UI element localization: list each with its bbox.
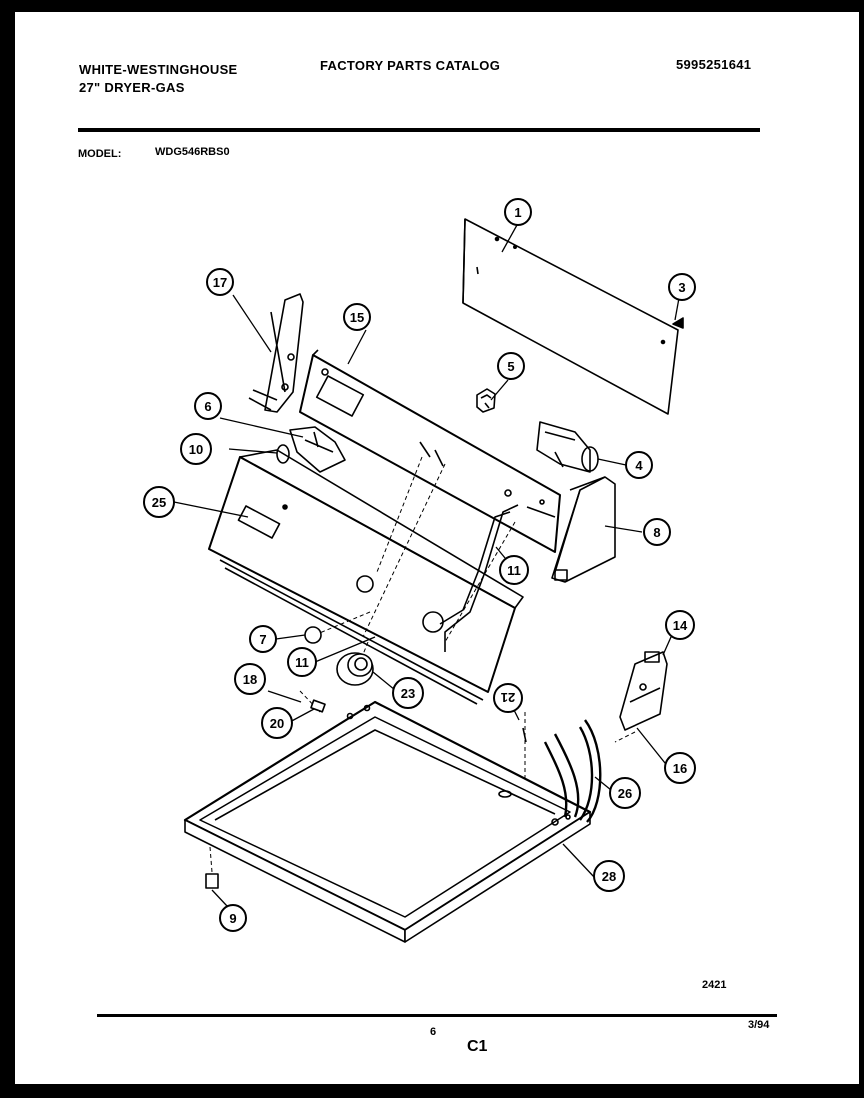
svg-text:1: 1 [514, 205, 521, 220]
section-code: C1 [467, 1038, 488, 1055]
callout-10: 10 [180, 433, 212, 465]
callout-23: 23 [392, 677, 424, 709]
svg-text:10: 10 [189, 442, 203, 457]
svg-text:14: 14 [673, 618, 688, 633]
parts-catalog-sheet: WHITE-WESTINGHOUSE 27" DRYER-GAS FACTORY… [15, 12, 859, 1084]
part-switch [289, 426, 346, 473]
callout-5: 5 [497, 352, 525, 380]
callout-20: 20 [261, 707, 293, 739]
svg-text:11: 11 [507, 563, 521, 578]
svg-text:15: 15 [350, 310, 364, 325]
catalog-title: FACTORY PARTS CATALOG [320, 58, 501, 73]
svg-text:26: 26 [618, 786, 632, 801]
svg-text:11: 11 [295, 655, 309, 670]
part-knob [304, 626, 322, 644]
callout-6: 6 [194, 392, 222, 420]
svg-text:20: 20 [270, 716, 284, 731]
svg-text:3: 3 [678, 280, 685, 295]
svg-text:5: 5 [507, 359, 514, 374]
svg-text:7: 7 [259, 632, 266, 647]
callout-25: 25 [143, 486, 175, 518]
part-control-panel-back [299, 349, 561, 553]
svg-text:6: 6 [204, 399, 211, 414]
part-mounting-bracket [248, 293, 304, 413]
svg-text:8: 8 [653, 525, 660, 540]
product-title: 27" DRYER-GAS [79, 80, 185, 95]
callout-15: 15 [343, 303, 371, 331]
part-door-switch [619, 651, 668, 731]
svg-text:28: 28 [602, 869, 616, 884]
part-plug [310, 699, 326, 713]
svg-text:25: 25 [152, 495, 166, 510]
part-small-screw [522, 727, 527, 743]
part-top-lid [183, 700, 592, 943]
model-label: MODEL: [78, 148, 122, 160]
svg-text:18: 18 [243, 672, 257, 687]
model-value: WDG546RBS0 [155, 146, 230, 158]
callout-3: 3 [668, 273, 696, 301]
callout-17: 17 [206, 268, 234, 296]
brand-title: WHITE-WESTINGHOUSE [79, 62, 238, 77]
callout-9: 9 [219, 904, 247, 932]
part-end-cap [551, 476, 616, 583]
part-timer [536, 421, 599, 473]
svg-text:16: 16 [673, 761, 687, 776]
callout-28: 28 [593, 860, 625, 892]
catalog-number: 5995251641 [676, 57, 752, 72]
callout-4: 4 [625, 451, 653, 479]
exploded-parts-diagram: 1 3 17 15 5 6 10 4 25 8 11 7 11 14 18 23… [143, 198, 696, 943]
callout-16: 16 [664, 752, 696, 784]
drawing-number: 2421 [702, 979, 727, 991]
callout-balloons: 1 3 17 15 5 6 10 4 25 8 11 7 11 14 18 23… [143, 198, 696, 932]
part-dial-knob [336, 652, 374, 686]
callout-7: 7 [249, 625, 277, 653]
part-leveling-leg [205, 873, 219, 889]
callout-21: 21 [493, 683, 523, 713]
svg-text:23: 23 [401, 686, 415, 701]
callout-8: 8 [643, 518, 671, 546]
part-screw [672, 317, 684, 329]
part-hoses [543, 719, 602, 823]
callout-26: 26 [609, 777, 641, 809]
part-wire-harness [439, 504, 519, 652]
header-rule [78, 128, 760, 132]
svg-text:9: 9 [229, 911, 236, 926]
svg-text:4: 4 [635, 458, 643, 473]
svg-text:21: 21 [501, 690, 515, 705]
svg-text:17: 17 [213, 275, 227, 290]
callout-1: 1 [504, 198, 532, 226]
callout-14: 14 [665, 610, 695, 640]
footer-rule [97, 1014, 777, 1017]
callout-18: 18 [234, 663, 266, 695]
callout-11-b: 11 [287, 647, 317, 677]
part-rear-panel [462, 218, 679, 415]
callout-11-a: 11 [499, 555, 529, 585]
part-selector-knob [476, 388, 496, 413]
issue-date: 3/94 [748, 1019, 770, 1031]
page-number: 6 [430, 1026, 437, 1038]
